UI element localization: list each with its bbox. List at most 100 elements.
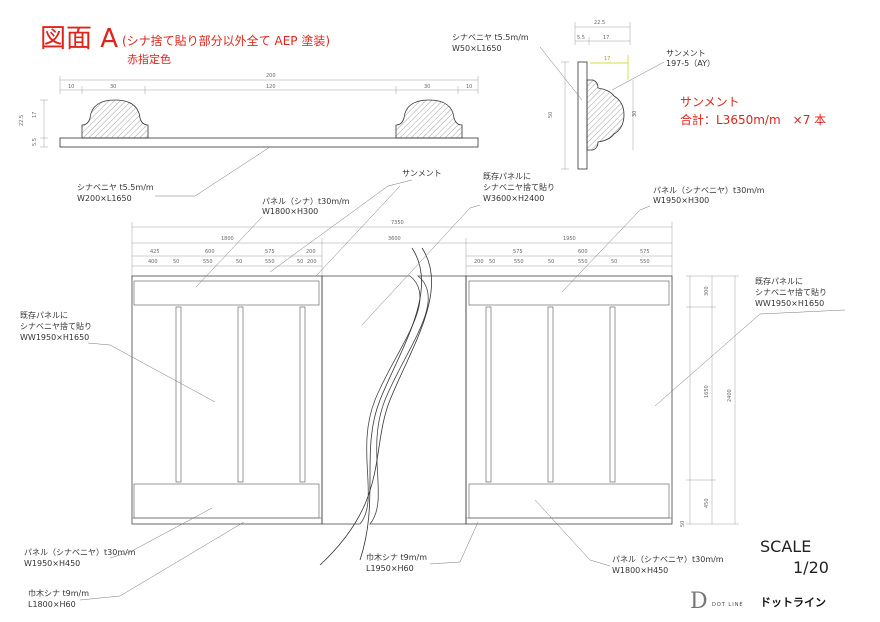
dim-left-row2: 400 (148, 259, 158, 265)
molding-profile-right (395, 99, 463, 139)
logo-mark: D (690, 589, 708, 614)
panel-left-bottom-label: パネル（シナベニヤ）t30m/m (24, 548, 136, 557)
scale-label: SCALE (760, 537, 811, 556)
brand-logo: D DOT LINE ドットライン (690, 589, 826, 614)
dim-right-row2: 550 (514, 259, 524, 265)
dim-right-row2: 50 (611, 259, 617, 265)
dim-side-width: 17 (603, 35, 609, 41)
side-molding-profile (586, 79, 625, 151)
panel-left-bottom-size: W1950×H450 (24, 559, 80, 568)
right-bottom-panel (468, 483, 670, 519)
dim-top-height: 17 (32, 112, 38, 118)
existing-center-size: W3600×H2400 (483, 194, 544, 203)
sanmento-note-total: 合計：L3650m/m ×7 本 (680, 112, 826, 127)
existing-left-label: シナベニヤ捨て貼り (20, 321, 92, 331)
dim-right-row2: 50 (548, 259, 554, 265)
side-veneer-label: シナベニヤ t5.5m/m (452, 33, 529, 42)
left-bottom-panel (133, 483, 320, 519)
panel-left-top-size: W1800×H300 (262, 207, 318, 216)
dim-top-part: 30 (110, 84, 116, 90)
molding-code: 197-5（AY） (666, 59, 715, 68)
dim-left-row2: 550 (265, 259, 275, 265)
dim-center-width: 3600 (388, 236, 401, 242)
dim-top-part: 30 (424, 84, 430, 90)
dim-side-width: 5.5 (577, 35, 585, 41)
side-section-detail: 22.5 5.5 17 17 50 30 シナベニヤ t5.5m/m W50×L… (452, 20, 715, 170)
dim-left-width: 1800 (221, 236, 234, 242)
existing-left-size: WW1950×H1650 (20, 333, 89, 342)
left-batten (299, 306, 306, 483)
dim-top-part: 10 (68, 84, 74, 90)
existing-center-label: 既存パネルに (483, 171, 531, 181)
paint-note: (シナ捨て貼り部分以外全て AEP 塗装) (122, 33, 330, 48)
dim-left-row1: 200 (306, 249, 316, 255)
center-wall-panel-right (369, 275, 467, 525)
dim-right-row2: 550 (578, 259, 588, 265)
dim-left-row2: 50 (236, 259, 242, 265)
sanmento-note-title: サンメント (680, 95, 740, 109)
dim-left-row1: 600 (205, 249, 215, 255)
dim-left-row1: 425 (150, 249, 160, 255)
right-wall-panel (465, 275, 673, 525)
dim-side-height: 50 (548, 112, 554, 118)
existing-right-label: シナベニヤ捨て貼り (755, 287, 827, 297)
existing-left-label: 既存パネルに (20, 310, 68, 320)
baseboard-left-label: 巾木シナ t9m/m (28, 588, 89, 598)
break-line (359, 247, 422, 561)
dim-left-row2: 200 (307, 259, 317, 265)
dim-side-width: 22.5 (594, 20, 605, 26)
dim-top-height: 5.5 (32, 138, 38, 146)
dim-right-row2: 200 (474, 259, 484, 265)
baseboard-left-size: L1800×H60 (28, 600, 76, 609)
baseboard-center-size: L1950×H60 (366, 564, 414, 573)
dim-height: 1650 (704, 385, 710, 398)
top-veneer-size: W200×L1650 (77, 194, 132, 203)
elevation-dimensions: 7350 1800 3600 1950 425 600 575 200 400 … (131, 220, 739, 527)
dim-height: 450 (704, 498, 710, 508)
existing-right-size: WW1950×H1650 (755, 299, 824, 308)
scale-value: 1/20 (793, 558, 829, 577)
left-batten (237, 306, 244, 483)
dim-right-row2: 50 (489, 259, 495, 265)
break-line (319, 247, 432, 566)
dim-right-row2: 550 (640, 259, 650, 265)
brand-name: ドットライン (760, 596, 826, 609)
logo-text: DOT LINE (712, 602, 744, 608)
veneer-strip (59, 137, 479, 148)
side-veneer (577, 61, 588, 170)
dim-left-row2: 50 (297, 259, 303, 265)
dim-right-width: 1950 (563, 236, 576, 242)
top-veneer-label: シナベニヤ t5.5m/m (77, 183, 154, 192)
left-batten (175, 306, 182, 483)
color-note: 赤指定色 (127, 52, 171, 66)
molding-profile-left (81, 99, 149, 139)
dim-left-row1: 575 (265, 249, 275, 255)
annotations: サンメント パネル（シナ）t30m/m W1800×H300 既存パネルに シナ… (20, 169, 846, 609)
elevation-view (131, 247, 673, 566)
panel-left-top-label: パネル（シナ）t30m/m (262, 197, 350, 206)
dim-top-overall: 200 (266, 73, 276, 79)
dim-overall-width: 7350 (391, 220, 404, 226)
side-veneer-size: W50×L1650 (452, 44, 502, 53)
existing-right-label: 既存パネルに (755, 276, 803, 286)
panel-right-bottom-label: パネル（シナベニヤ）t30m/m (612, 555, 724, 564)
dim-left-row2: 50 (173, 259, 179, 265)
top-section-detail: 200 10 30 120 30 10 22.5 17 5.5 シナベニヤ t5… (19, 73, 479, 203)
existing-center-label: シナベニヤ捨て貼り (483, 182, 555, 192)
panel-right-top-label: パネル（シナベニヤ）t30m/m (653, 186, 765, 195)
molding-label: サンメント (666, 49, 706, 58)
dim-left-row2: 550 (203, 259, 213, 265)
dim-side-inner: 17 (604, 56, 610, 62)
dim-side-depth: 30 (632, 111, 638, 117)
dim-right-row1: 575 (640, 249, 650, 255)
left-top-panel (133, 280, 320, 306)
dim-bottom-gap: 50 (680, 521, 686, 527)
right-batten (485, 306, 492, 483)
dim-total-height: 2400 (727, 389, 733, 402)
dim-top-part: 120 (266, 84, 276, 90)
dim-right-row1: 600 (578, 249, 588, 255)
baseboard-center-label: 巾木シナ t9m/m (366, 552, 427, 562)
right-batten (547, 306, 554, 483)
panel-right-bottom-size: W1800×H450 (612, 566, 668, 575)
